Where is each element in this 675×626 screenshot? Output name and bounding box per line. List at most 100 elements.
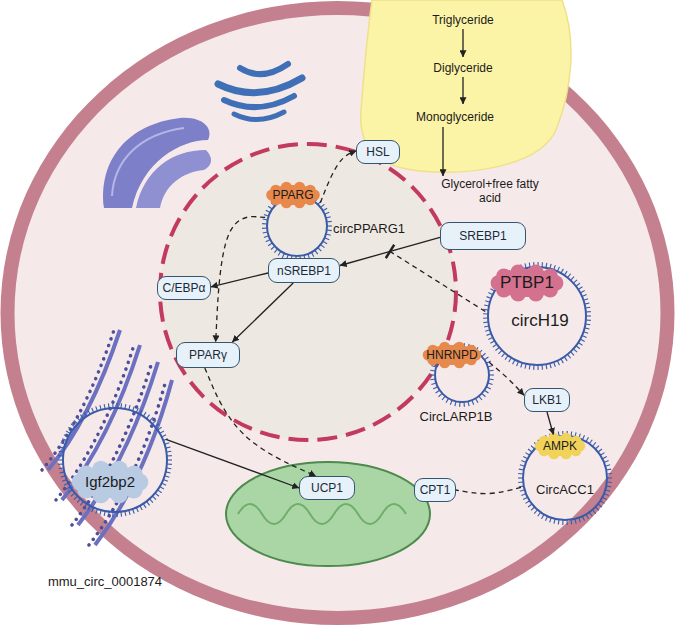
ring-tick: [71, 493, 75, 496]
connector: [456, 487, 521, 493]
ring-tick: [562, 520, 563, 525]
ring-tick: [520, 490, 525, 491]
node-label: Igf2bp2: [70, 473, 150, 491]
ring-tick: [327, 221, 332, 223]
edge-group: [166, 151, 553, 494]
ring-tick: [531, 446, 535, 449]
ring-tick: [476, 398, 479, 402]
ring-tick: [580, 339, 584, 341]
ring-tick: [326, 234, 331, 235]
ring-tick: [66, 431, 70, 434]
ring-tick: [327, 225, 332, 226]
ring-tick: [140, 410, 142, 414]
ring-tick: [488, 366, 493, 367]
ring-tick: [430, 378, 435, 380]
ring-tick: [112, 512, 113, 517]
ribosome-row: [42, 330, 114, 470]
ring-tick: [545, 263, 547, 268]
ring-tick: [602, 497, 606, 499]
ring-tick: [80, 501, 83, 505]
ring-tick: [484, 357, 488, 360]
ring-tick: [550, 363, 551, 368]
ring-tick: [487, 297, 492, 299]
circrna-ring: AMPKCircACC1: [520, 433, 610, 523]
ring-tick: [485, 301, 490, 302]
ring-tick: [521, 363, 523, 368]
ring-tick: [602, 456, 606, 458]
ring-tick: [580, 291, 584, 293]
inhibition-connector: [390, 251, 485, 311]
ring-tick: [68, 490, 72, 493]
ring-tick: [166, 451, 171, 453]
node-label: AMPK: [535, 439, 585, 453]
ring-tick: [162, 483, 166, 485]
ring-tick: [58, 463, 63, 464]
ring-tick: [538, 512, 541, 516]
ring-tick: [571, 277, 574, 281]
ring-tick: [318, 248, 321, 252]
ring-tick: [583, 299, 588, 301]
ring-tick: [116, 403, 117, 408]
ring-tick: [568, 354, 571, 358]
ring-tick: [593, 510, 596, 514]
ring-tick: [483, 313, 488, 314]
ring-tick: [520, 465, 525, 466]
ring-tick: [564, 271, 567, 275]
ring-tick: [533, 365, 534, 370]
ring-tick: [167, 459, 172, 460]
ring-tick: [488, 293, 493, 295]
ring-tick: [479, 396, 482, 400]
ring-tick: [133, 406, 135, 411]
golgi-cisterna: [234, 112, 284, 120]
ring-tick: [77, 499, 80, 503]
organelle-fold: [136, 150, 211, 208]
ring-tick: [321, 204, 325, 207]
ring-tick: [430, 370, 435, 372]
connector: [320, 151, 356, 203]
ring-tick: [64, 435, 68, 437]
mitochondrion-membrane: [226, 462, 430, 566]
ring-tick: [570, 520, 572, 525]
ring-tick: [140, 506, 142, 510]
ring-tick: [96, 509, 98, 514]
ring-tick: [495, 347, 499, 350]
ring-tick: [483, 309, 488, 311]
ring-tick: [116, 512, 117, 517]
ring-tick: [155, 424, 159, 427]
ring-tick: [487, 334, 492, 336]
ring-tick: [579, 518, 581, 523]
ring-tick: [589, 440, 592, 444]
protein-box: C/EBPα: [157, 276, 211, 300]
ring-tick: [433, 387, 438, 389]
protein-box: UCP1: [299, 476, 355, 500]
ring-tick: [92, 507, 94, 512]
ring-tick: [607, 473, 612, 475]
node-label: Diglyceride: [408, 61, 518, 75]
ring-tick: [311, 252, 313, 256]
ring-tick: [585, 307, 590, 309]
ring-tick: [318, 201, 321, 205]
node-label: PTBP1: [487, 273, 567, 293]
ring-tick: [484, 390, 488, 393]
ring-tick: [519, 469, 524, 471]
reaction-arrow: [442, 127, 443, 176]
ring-tick: [519, 485, 524, 487]
node-label: C/EBPα: [163, 281, 206, 295]
ring-tick: [585, 328, 590, 329]
cloud-body: [536, 436, 584, 456]
ring-tick: [120, 403, 122, 408]
protein-box: HSL: [356, 140, 400, 164]
ring-tick: [58, 455, 63, 456]
ring-tick: [166, 472, 171, 473]
note-label: Glycerol+free fatty acid: [440, 177, 540, 206]
reaction-arrow: [462, 29, 463, 57]
ring-tick: [112, 403, 113, 408]
ring-tick: [561, 359, 563, 363]
ring-tick: [278, 251, 281, 255]
organelle-line: [112, 128, 184, 196]
ring-tick: [605, 465, 610, 466]
ring-tick: [537, 365, 538, 370]
